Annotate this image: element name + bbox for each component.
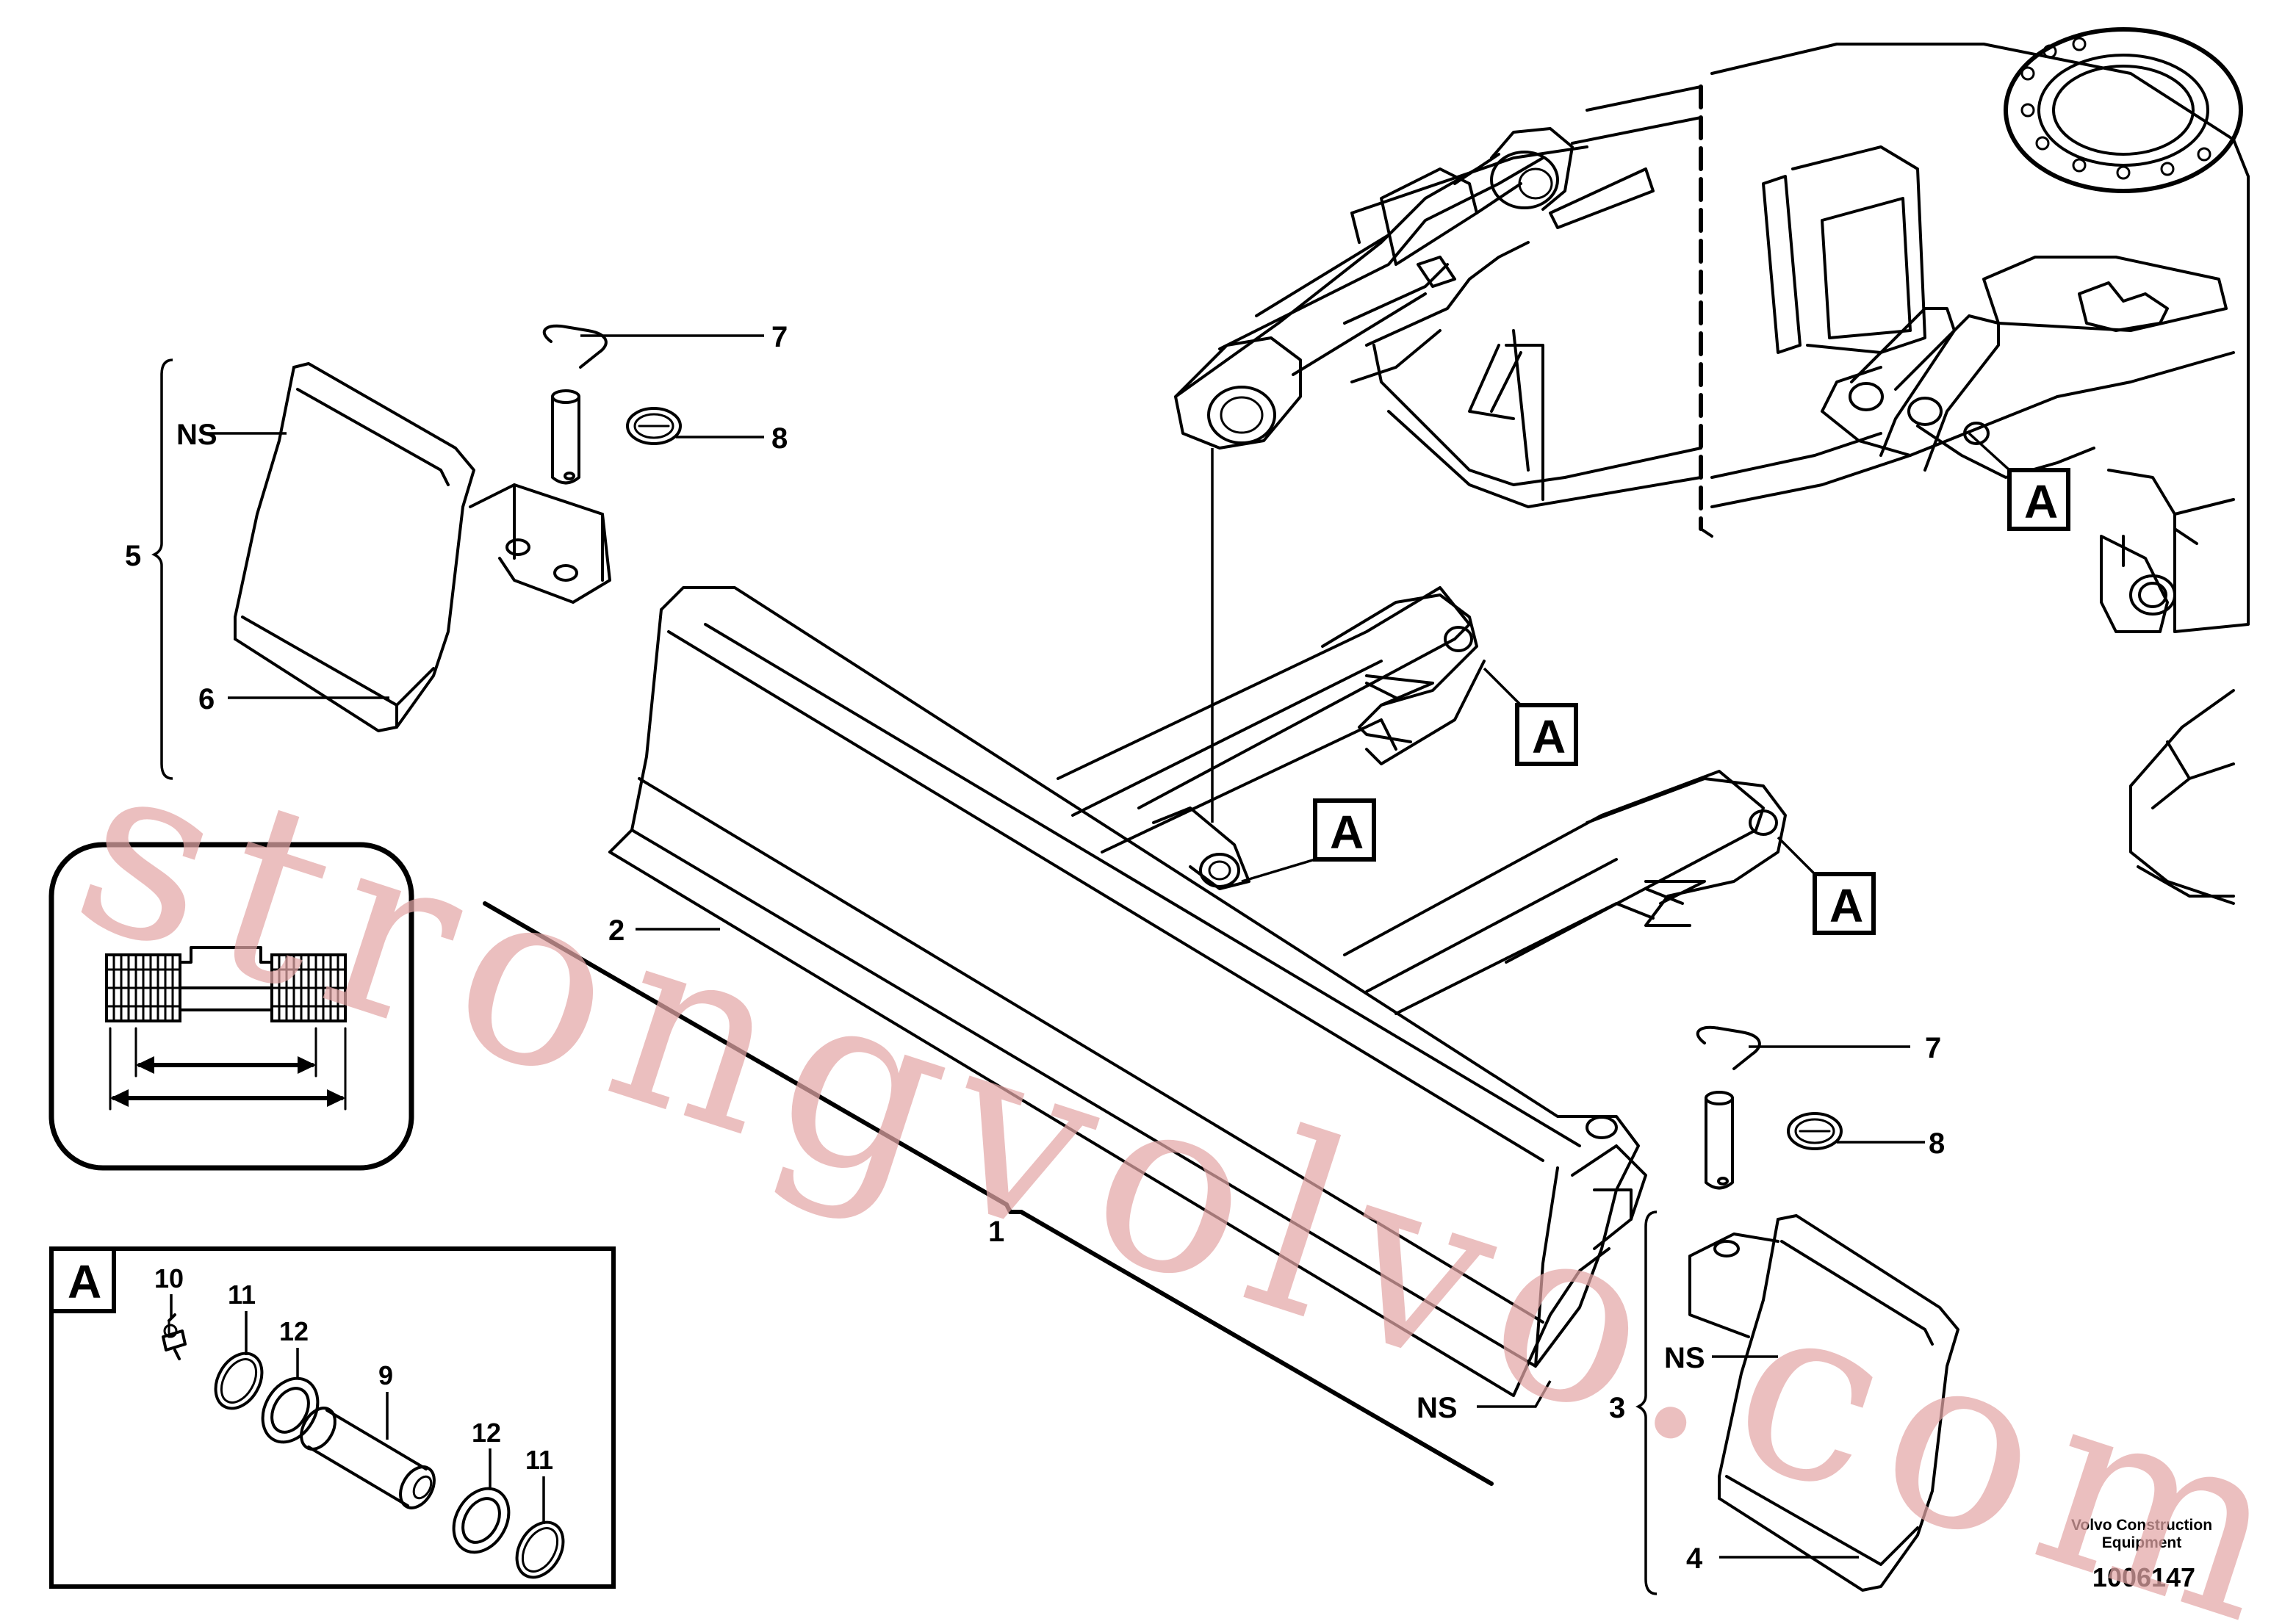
detail-label-shim-left: 12 (279, 1316, 309, 1346)
svg-text:A: A (1330, 806, 1364, 859)
callout-clip-top: 8 (771, 422, 788, 455)
leader-lines (151, 334, 2011, 1595)
detail-a-box: A (49, 1246, 616, 1589)
callout-left-end-bit: 5 (125, 540, 141, 572)
callout-blade-assembly: 1 (988, 1216, 1004, 1248)
detail-ref-a-cylinder: A (1313, 798, 1376, 862)
detail-reference-markers: A A A A (1313, 468, 2070, 935)
detail-ref-a-lower-arm: A (1813, 872, 1876, 935)
detail-ref-a-upper-arm: A (1515, 703, 1578, 766)
callout-ns-left: NS (176, 419, 217, 451)
callout-pin-lower: 7 (1925, 1032, 1941, 1064)
callout-left-end-bit-edge: 6 (198, 683, 215, 715)
detail-label-shim-right: 12 (472, 1418, 501, 1448)
part-number: 1006147 (2092, 1562, 2195, 1592)
detail-label-circlip-right: 11 (525, 1445, 553, 1475)
callout-ns-blade: NS (1417, 1392, 1458, 1424)
svg-text:A: A (2024, 475, 2058, 528)
circlip-right-drawing (515, 1520, 565, 1579)
right-end-bit-drawing (1688, 1214, 1959, 1592)
callout-cutting-edge: 2 (608, 914, 625, 947)
pin-clip-upper-drawing (542, 324, 682, 485)
callout-clip-lower: 8 (1929, 1127, 1945, 1160)
pin-drawing (300, 1407, 436, 1509)
measurement-inset (48, 842, 414, 1171)
svg-text:A: A (1532, 710, 1566, 763)
detail-label-grease-nipple: 10 (154, 1263, 184, 1293)
machine-frame-drawing (1174, 27, 2250, 905)
brand-line-2: Equipment (2102, 1534, 2182, 1551)
title-block: Volvo Construction Equipment 1006147 (2071, 1517, 2212, 1592)
callout-ns-right: NS (1664, 1342, 1705, 1374)
detail-label-circlip-left: 11 (228, 1280, 256, 1310)
shim-right-drawing (452, 1487, 511, 1554)
svg-text:A: A (1829, 879, 1863, 932)
callout-right-end-bit-edge: 4 (1686, 1542, 1703, 1575)
roller-right-drawing (270, 953, 347, 1022)
brand-line-1: Volvo Construction (2071, 1517, 2212, 1534)
dozer-blade-drawing (608, 586, 1787, 1397)
detail-a-title: A (68, 1255, 101, 1308)
circlip-left-drawing (214, 1351, 264, 1410)
callout-labels: 7 8 7 8 5 6 NS 2 1 NS 3 NS 4 (125, 321, 1945, 1575)
callout-pin-top: 7 (771, 321, 788, 353)
detail-ref-a-frame: A (2007, 468, 2070, 531)
pin-clip-lower-drawing (1696, 1025, 1843, 1190)
detail-label-pin: 9 (378, 1360, 393, 1390)
left-end-bit-drawing (234, 362, 611, 732)
callout-right-end-bit: 3 (1609, 1392, 1625, 1424)
shim-left-drawing (261, 1376, 320, 1444)
